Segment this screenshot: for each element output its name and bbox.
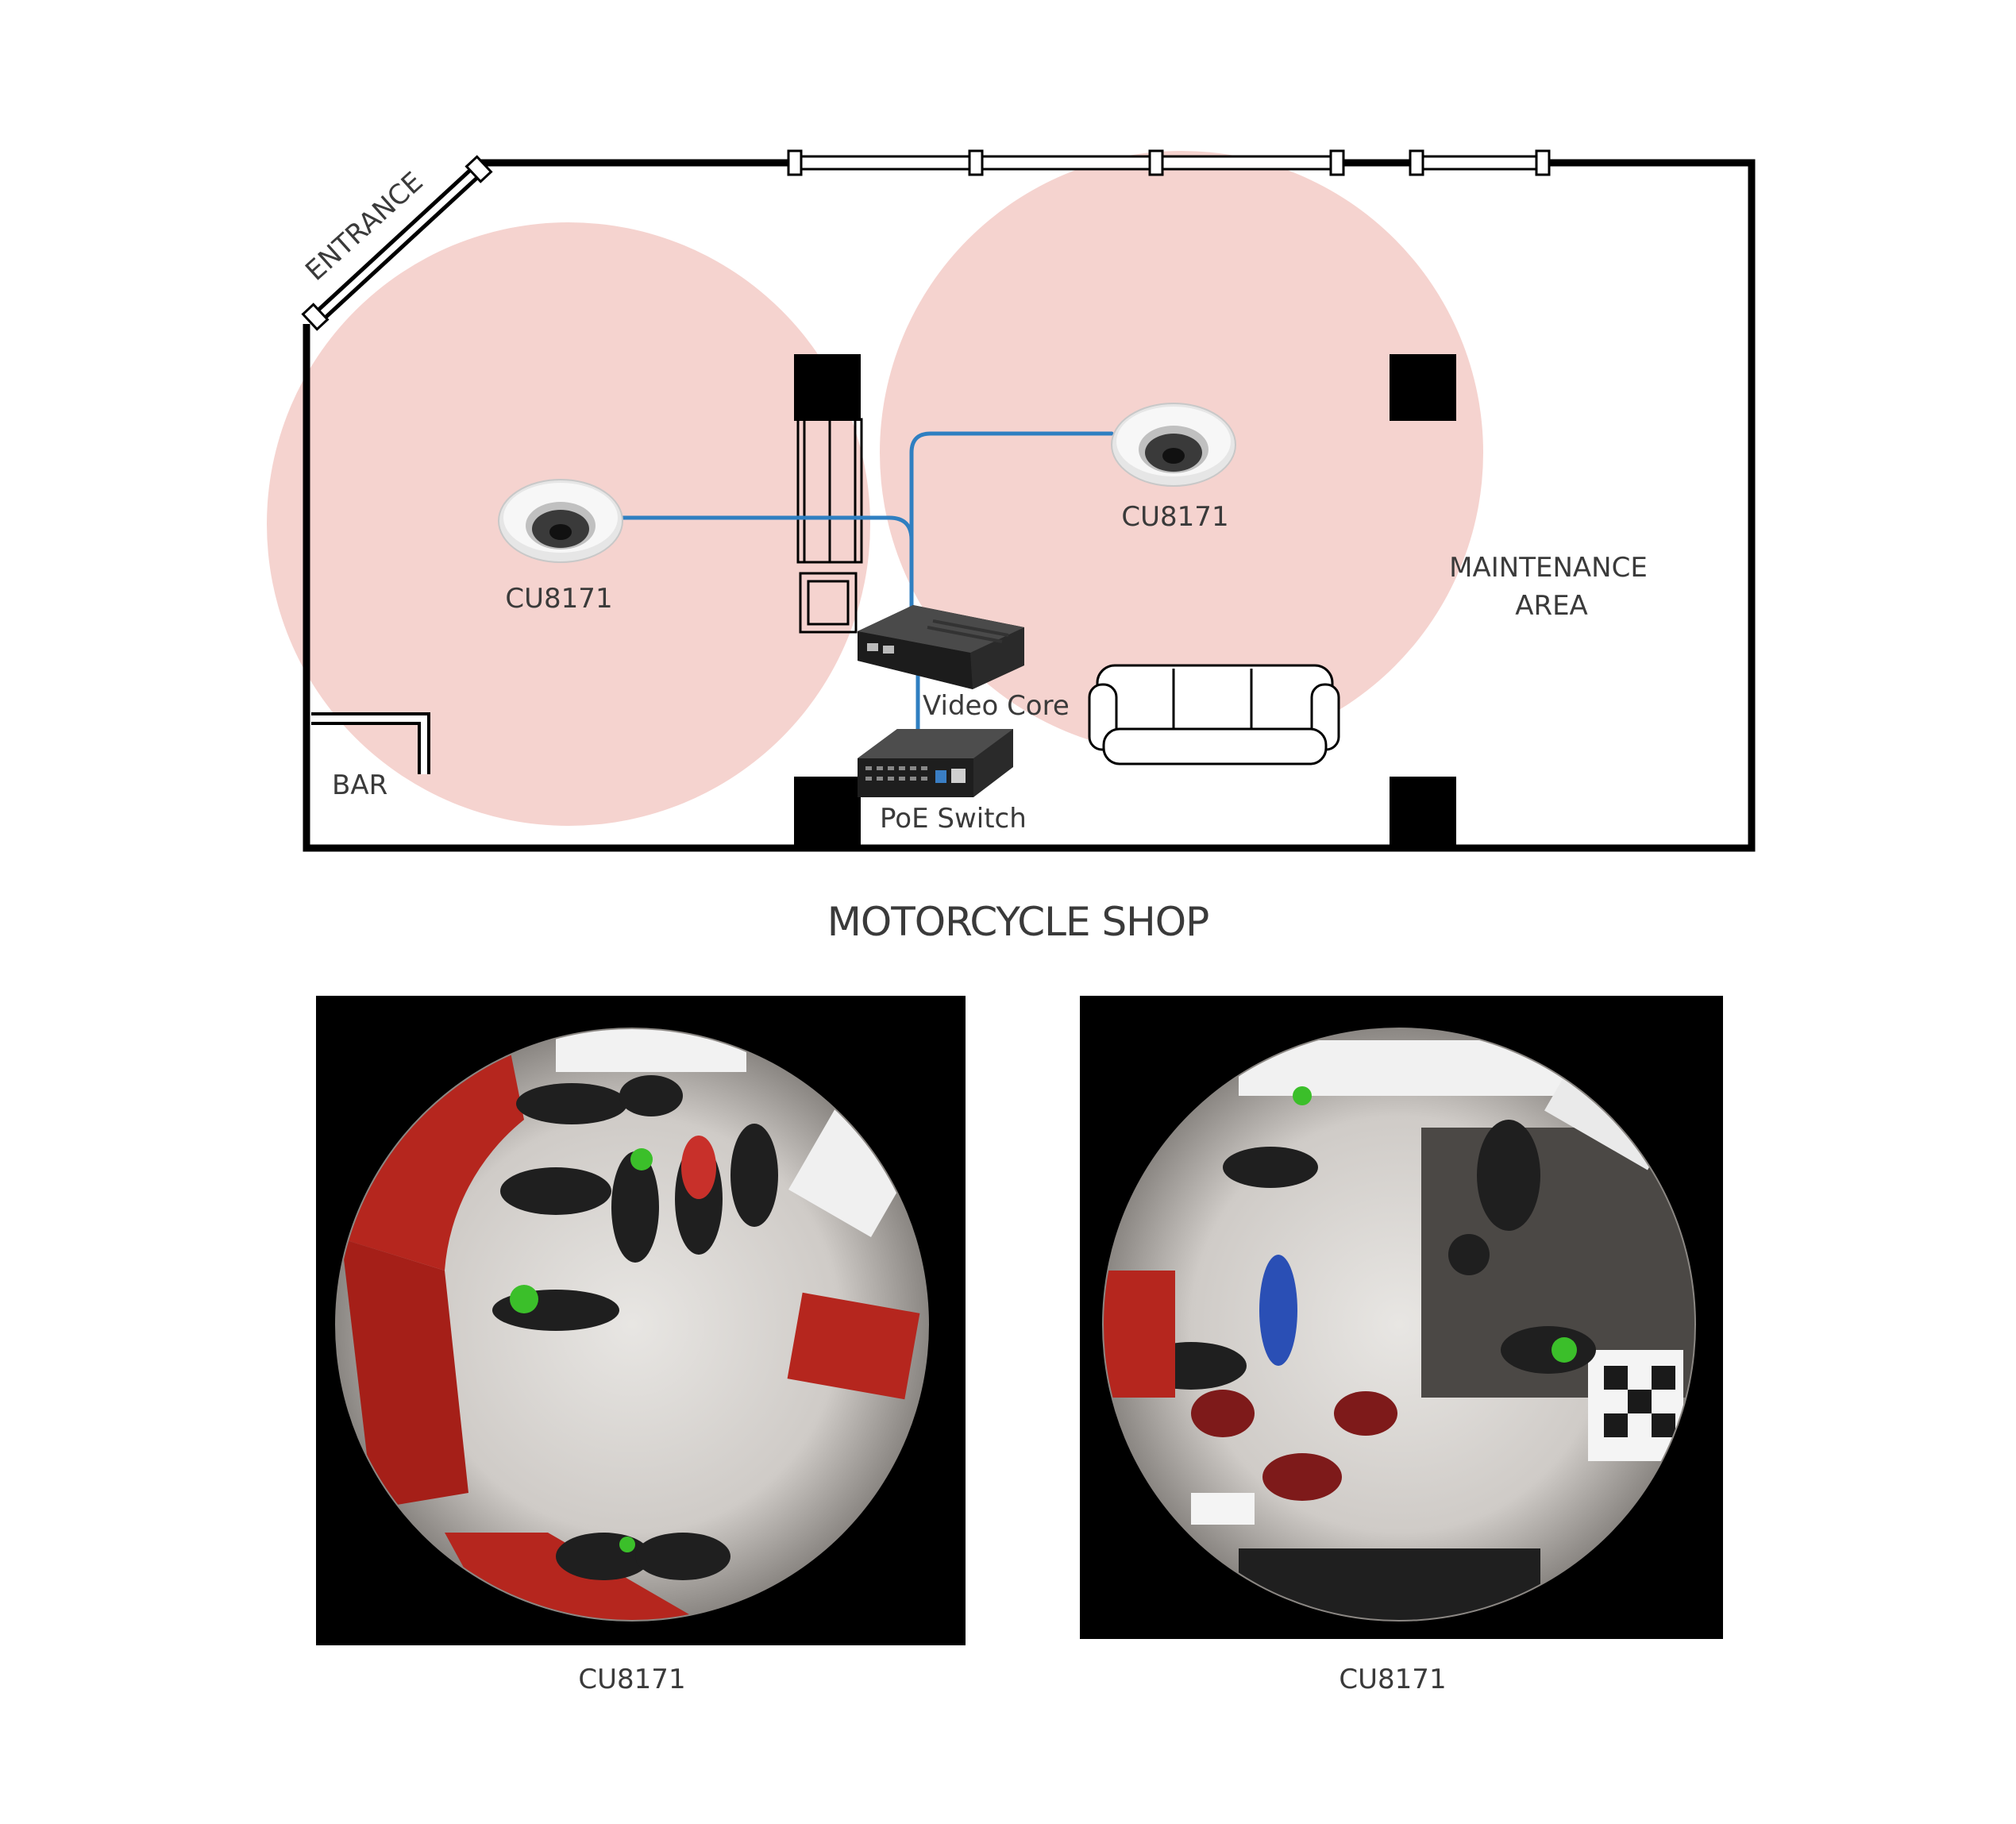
- maintenance-area-label: AREA: [1515, 590, 1588, 622]
- fisheye-right-caption: CU8171: [1339, 1664, 1446, 1695]
- entrance-door: [301, 155, 493, 331]
- maintenance-area-label: MAINTENANCE: [1449, 552, 1648, 584]
- pillar: [1390, 354, 1456, 421]
- fisheye-left-caption: CU8171: [578, 1664, 685, 1695]
- shelf-unit: [796, 418, 863, 634]
- diagram-title: MOTORCYCLE SHOP: [827, 899, 1209, 945]
- camera-icon: [1111, 403, 1236, 487]
- bar-counter: [311, 712, 430, 774]
- poe-switch-device-icon: [858, 729, 1013, 797]
- bar-label: BAR: [332, 769, 387, 801]
- fisheye-view-right: [1080, 996, 1723, 1639]
- pillar: [794, 777, 861, 848]
- pillar: [1390, 777, 1456, 848]
- floor-plan: ENTRANCE BAR MAINTENANCE AREA CU8171 CU8…: [267, 149, 1756, 852]
- video-core-label: Video Core: [923, 690, 1070, 722]
- fisheye-view-left: [316, 996, 966, 1645]
- windows: [787, 149, 1551, 176]
- camera-left-label: CU8171: [505, 583, 612, 615]
- pillar: [794, 354, 861, 421]
- poe-switch-label: PoE Switch: [880, 803, 1027, 835]
- sofa-icon: [1088, 664, 1340, 765]
- camera-icon: [498, 479, 623, 563]
- camera-right-label: CU8171: [1121, 501, 1228, 533]
- video-core-device-icon: [858, 605, 1024, 689]
